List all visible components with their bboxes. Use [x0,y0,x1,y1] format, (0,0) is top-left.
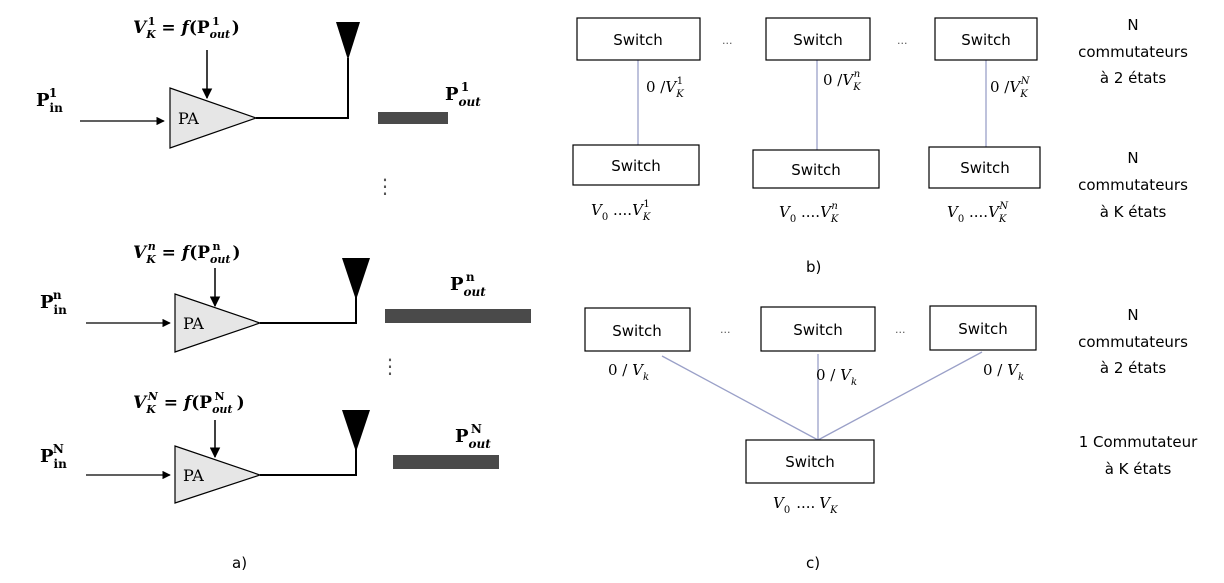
p-out-label-n: Poutn [450,270,486,299]
pa-label-N: PA [183,466,204,485]
range-b-bottom-3: V0 ....VKN [947,201,1009,225]
output-line-1 [256,58,349,119]
p-in-label-n: Pinn [40,288,67,317]
label-b-top: N commutateurs à 2 états [1078,16,1188,87]
svg-text:à 2 états: à 2 états [1100,69,1166,87]
switch-c-top-3: Switch [929,305,1037,351]
panel-b-caption: b) [806,258,821,276]
control-voltage-N: VKN = f(PoutN) [133,390,245,416]
pa-stage-N: VKN = f(PoutN) PinN PA PoutN [40,390,499,504]
p-out-label-1: Pout1 [445,80,481,109]
control-voltage-n: VKn = f(Poutn) [133,240,240,266]
switch-c-top-1: Switch [584,307,691,352]
svg-text:commutateurs: commutateurs [1078,176,1188,194]
svg-text:commutateurs: commutateurs [1078,333,1188,351]
p-in-label-1: Pin1 [36,86,63,115]
ellipsis-c-1: ... [720,323,731,336]
ellipsis-b-1: ... [722,34,733,47]
pa-stage-1: VK1 = f(Pout1) Pin1 PA Pout1 [36,15,481,149]
panel-c-caption: c) [806,554,820,572]
switch-label: Switch [793,31,843,49]
voltage-c-top-3: 0 / Vk [983,361,1024,383]
switch-c-bottom: Switch [745,439,875,484]
switch-b-bottom-3: Switch [928,146,1041,189]
voltage-b-top-2: 0 /VKn [823,69,861,93]
panel-b: Switch ... Switch ... Switch 0 /VK1 0 /V… [572,16,1188,276]
pa-triangle-N [174,445,262,504]
connector-c-3 [817,351,983,441]
p-out-label-N: PoutN [455,422,491,451]
svg-text:à K états: à K états [1100,203,1167,221]
svg-text:N: N [1127,16,1138,34]
range-c-bottom: V0....VK [773,494,838,516]
control-voltage-1: VK1 = f(Pout1) [133,15,240,41]
switch-label: Switch [791,161,841,179]
range-b-bottom-1: V0 ....VK1 [591,199,651,223]
panel-a-caption: a) [232,554,247,572]
connector-c-1 [661,355,819,441]
switch-b-top-1: Switch [576,17,701,61]
pa-label-1: PA [178,109,199,128]
antenna-icon-n [342,258,370,300]
panel-a: VK1 = f(Pout1) Pin1 PA Pout1 ⋮ VKn = f(P… [36,15,531,572]
antenna-icon-N [342,410,370,452]
switch-b-bottom-1: Switch [572,144,700,186]
switch-b-top-2: Switch [765,17,871,61]
switch-label: Switch [611,157,661,175]
output-line-N [260,420,357,476]
label-c-bottom: 1 Commutateur à K états [1079,433,1198,478]
switch-label: Switch [793,321,843,339]
ellipsis-c-2: ... [895,323,906,336]
switch-label: Switch [961,31,1011,49]
pa-triangle-1 [169,87,258,149]
vertical-dots-1: ⋮ [375,174,395,198]
voltage-c-top-2: 0 / Vk [816,366,857,388]
output-power-bar-1 [378,112,448,124]
label-c-top: N commutateurs à 2 états [1078,306,1188,377]
voltage-c-top-1: 0 / Vk [608,361,649,383]
svg-text:à 2 états: à 2 états [1100,359,1166,377]
pa-label-n: PA [183,314,204,333]
switch-label: Switch [785,453,835,471]
voltage-b-top-3: 0 /VKN [990,76,1031,100]
switch-label: Switch [960,159,1010,177]
p-in-label-N: PinN [40,442,67,471]
range-b-bottom-2: V0 ....VKn [779,201,839,225]
pa-stage-n: VKn = f(Poutn) Pinn PA Poutn [40,240,531,353]
svg-text:à K états: à K états [1105,460,1172,478]
panel-c: Switch ... Switch ... Switch 0 / Vk 0 / … [584,305,1198,572]
output-line-n [260,268,357,324]
vertical-dots-2: ⋮ [380,354,400,378]
switch-b-top-3: Switch [934,17,1038,61]
switch-label: Switch [958,320,1008,338]
svg-text:N: N [1127,149,1138,167]
antenna-icon-1 [336,22,360,60]
voltage-b-top-1: 0 /VK1 [646,76,684,100]
output-power-bar-n [385,309,531,323]
svg-text:N: N [1127,306,1138,324]
switch-b-bottom-2: Switch [752,149,880,189]
switch-label: Switch [612,322,662,340]
switch-label: Switch [613,31,663,49]
label-b-bottom: N commutateurs à K états [1078,149,1188,221]
pa-triangle-n [174,293,262,353]
svg-text:commutateurs: commutateurs [1078,43,1188,61]
switch-c-top-2: Switch [760,306,876,352]
ellipsis-b-2: ... [897,34,908,47]
output-power-bar-N [393,455,499,469]
svg-text:1 Commutateur: 1 Commutateur [1079,433,1198,451]
